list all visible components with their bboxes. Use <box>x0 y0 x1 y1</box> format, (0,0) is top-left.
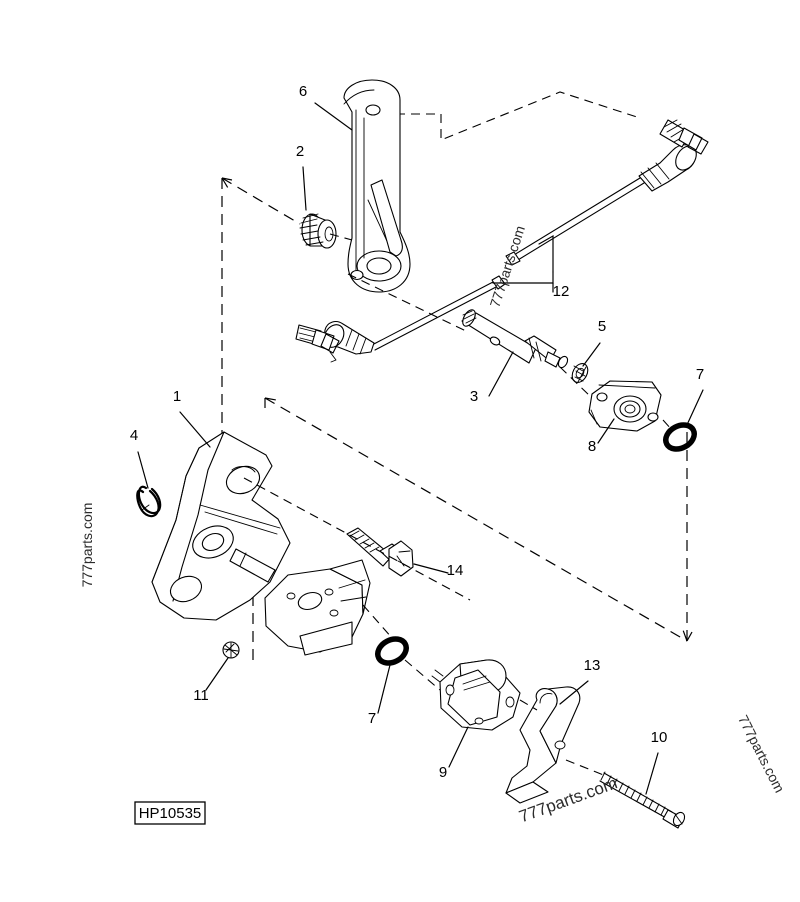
construction-line-lever-to-rod <box>381 91 641 141</box>
part-plug-screw <box>299 213 337 249</box>
part-number-label: HP10535 <box>134 801 206 825</box>
part-rod-lower <box>295 275 506 363</box>
assembly-guide-box-upper <box>221 177 301 470</box>
part-snap-ring <box>136 485 162 518</box>
watermark-left: 777parts.com <box>79 503 95 588</box>
assembly-centerlines <box>243 233 673 777</box>
callout-12: 12 <box>553 283 570 300</box>
part-o-ring-upper <box>663 422 697 452</box>
part-castle-nut <box>571 363 589 383</box>
callout-3: 3 <box>470 388 478 405</box>
part-cylinder-actuator <box>461 309 569 369</box>
watermark-center-upper: 777parts.com <box>487 224 528 310</box>
callout-13: 13 <box>584 657 601 674</box>
callout-10: 10 <box>651 729 668 746</box>
callout-7-upper: 7 <box>696 366 704 383</box>
callout-5: 5 <box>598 318 606 335</box>
part-number-text: HP10535 <box>139 805 202 822</box>
callout-9: 9 <box>439 764 447 781</box>
leader-lines <box>137 102 704 795</box>
callout-4: 4 <box>130 427 138 444</box>
part-retainer-clip <box>505 686 581 804</box>
part-flange-housing <box>588 380 662 432</box>
part-rod-upper <box>505 119 709 266</box>
callout-6: 6 <box>299 83 307 100</box>
part-small-plug <box>222 641 240 659</box>
part-long-screw <box>599 771 686 829</box>
callout-11: 11 <box>193 687 209 704</box>
part-hub-cam-body <box>264 559 371 656</box>
callout-14: 14 <box>447 562 464 579</box>
callout-2: 2 <box>296 143 304 160</box>
callout-numbers: 6 2 12 5 3 7 8 1 4 14 11 7 13 9 10 <box>130 83 704 781</box>
part-mounting-bracket <box>151 431 291 621</box>
callout-1: 1 <box>173 388 181 405</box>
part-lever-arm <box>343 79 411 293</box>
callout-bracket-12 <box>492 234 554 293</box>
callout-7-lower: 7 <box>368 710 376 727</box>
part-hex-flange-bolt <box>346 527 414 577</box>
part-sensor-switch <box>431 659 521 731</box>
watermark-right-lower: 777parts.com <box>735 712 788 795</box>
callout-8: 8 <box>588 438 596 455</box>
part-o-ring-lower <box>375 636 409 666</box>
